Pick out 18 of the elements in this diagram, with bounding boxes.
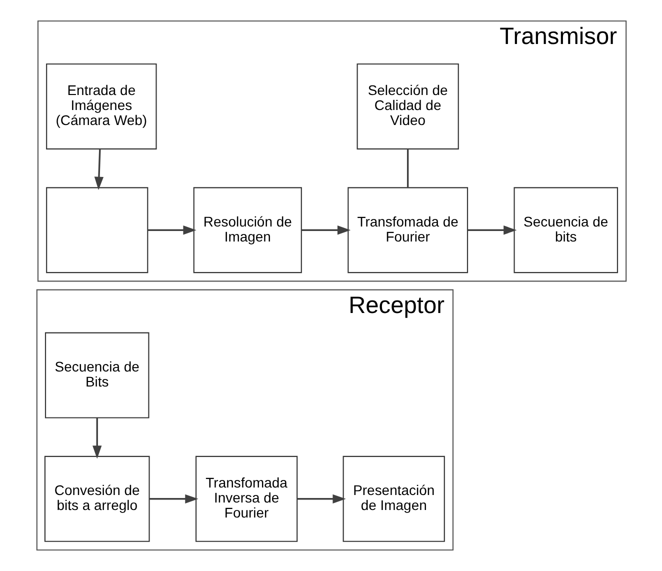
arrow (148, 494, 198, 504)
node-box: Secuencia de Bits (44, 332, 149, 418)
arrow (296, 494, 346, 504)
node-box: Entrada de Imágenes (Cámara Web) (46, 63, 156, 150)
arrow (147, 226, 196, 235)
node-box: Selección de Calidad de Video (356, 63, 458, 150)
connector (406, 149, 408, 188)
arrow (467, 226, 516, 235)
node-box: Secuencia de bits (513, 187, 618, 274)
arrow (94, 149, 104, 190)
arrow (92, 418, 102, 459)
node-box: Transfomada de Fourier (347, 187, 468, 274)
node-box (46, 187, 148, 274)
node-box: Transfomada Inversa de Fourier (195, 456, 298, 542)
node-box: Resolución de Imagen (192, 187, 302, 274)
node-box: Convesión de bits a arreglo (44, 456, 150, 542)
arrow (300, 226, 350, 235)
node-box: Presentación de Imagen (342, 456, 444, 542)
